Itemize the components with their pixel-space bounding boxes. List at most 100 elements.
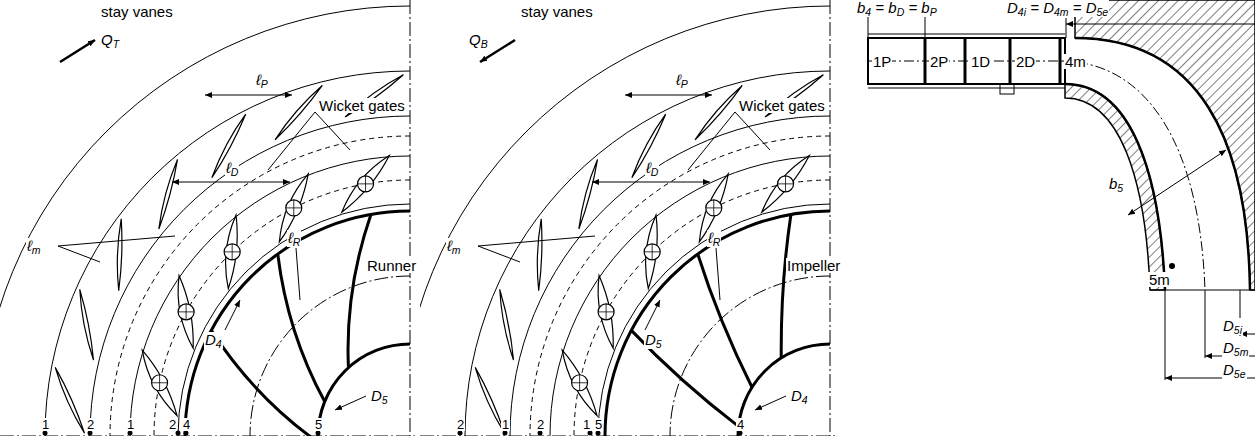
pitch-dimension	[172, 182, 290, 183]
gate-pivot	[152, 375, 168, 391]
mean-circle	[530, 136, 830, 436]
dimension-leader	[225, 300, 240, 330]
point-marker	[184, 431, 189, 436]
dimension-symbol: b4 = bD = bP	[856, 0, 938, 17]
point-marker	[738, 431, 743, 436]
dimension-leader	[645, 300, 660, 330]
leader-line	[296, 248, 300, 300]
dimension-symbol: b5	[1108, 176, 1124, 193]
extension-line	[1066, 18, 1067, 38]
dimension-symbol: D4	[204, 332, 223, 349]
point-marker	[176, 431, 181, 436]
gate-pivot	[224, 244, 240, 260]
pivot-cross	[606, 304, 607, 320]
dimension-symbol: ℓD	[645, 160, 659, 177]
wicket-gate	[593, 275, 617, 350]
point-marker	[458, 431, 463, 436]
stay-vane	[576, 159, 599, 230]
point-marker	[43, 431, 48, 436]
mean-circle	[670, 276, 830, 436]
pitch-dimension	[205, 95, 292, 96]
dimension-symbol: ℓD	[225, 160, 239, 177]
runner-blade	[278, 254, 325, 402]
runner-blade	[631, 330, 738, 426]
runner-inner-edge	[738, 344, 830, 436]
pivot-cross	[579, 375, 580, 391]
part-label: Impeller	[786, 258, 841, 273]
part-label: stay vanes	[100, 4, 174, 19]
dimension-symbol: D5	[644, 332, 663, 349]
runner-blade	[698, 254, 752, 387]
gate-pivot	[572, 375, 588, 391]
station-number: 4	[736, 418, 745, 431]
extension-line	[1165, 290, 1166, 380]
runner-outer-edge	[185, 211, 410, 436]
flow-arrow	[60, 40, 95, 62]
section-label: 1P	[872, 54, 892, 69]
station-number: 2	[456, 418, 465, 431]
dimension-leader	[335, 396, 366, 410]
wicket-gate	[337, 152, 392, 215]
section-label: 2P	[929, 54, 949, 69]
leader-line	[688, 112, 735, 170]
mean-circle	[250, 276, 410, 436]
casing-circle	[420, 6, 830, 436]
distributor-channel	[868, 38, 1065, 84]
station-number: 5	[314, 418, 323, 431]
stay-vane	[156, 159, 179, 230]
shroud	[1065, 84, 1165, 290]
part-label: Wicket gates	[738, 98, 826, 113]
runner-outer-edge	[605, 211, 830, 436]
pivot-circle	[574, 180, 830, 436]
extension-line	[1205, 290, 1206, 358]
pivot-cross	[232, 244, 233, 260]
part-label: stay vanes	[520, 4, 594, 19]
dimension-symbol: D5e	[1222, 362, 1247, 379]
dimension-symbol: ℓP	[255, 72, 269, 89]
point-marker	[128, 431, 133, 436]
axis-line	[410, 0, 411, 436]
section-label: 1D	[970, 54, 991, 69]
pivot-cross	[713, 200, 714, 216]
leader-line	[716, 248, 720, 300]
point-marker	[316, 431, 321, 436]
pivot-cross	[159, 375, 160, 391]
section-label: 5m	[1148, 272, 1171, 287]
outlet-line	[1150, 290, 1255, 291]
station-number: 5	[594, 418, 603, 431]
bolt	[1000, 84, 1014, 94]
wicket-gate	[757, 152, 812, 215]
stay-vane	[497, 289, 515, 360]
runner-blade	[211, 330, 318, 436]
mean-streamline	[1060, 61, 1205, 290]
gate-pivot	[778, 176, 794, 192]
wicket-gate	[642, 214, 660, 289]
station-number: 1	[501, 418, 510, 431]
leader-line	[58, 246, 100, 262]
channel-wall	[868, 34, 1065, 35]
part-label: Runner	[366, 258, 417, 273]
gate-pivot	[358, 176, 374, 192]
gate-pivot	[598, 304, 614, 320]
dimension-leader	[755, 396, 786, 410]
stay-vane	[210, 113, 248, 179]
pivot-cross	[365, 176, 366, 192]
leader-line	[478, 236, 595, 246]
hub	[1075, 0, 1255, 290]
dimension-symbol: ℓR	[707, 230, 721, 247]
gate-circle-inner	[178, 204, 410, 436]
runner-blade	[781, 214, 791, 358]
dimension-symbol: D4i = D4m = D5e	[1006, 0, 1109, 17]
leader-line	[478, 246, 520, 262]
stay-ring-inner	[510, 116, 830, 436]
point-marker	[88, 431, 93, 436]
channel-wall	[868, 88, 1065, 89]
axis-line	[830, 0, 831, 436]
station-number: 2	[168, 418, 177, 431]
flow-symbol: QT	[100, 32, 120, 49]
pitch-dimension	[592, 182, 710, 183]
dimension-symbol: ℓm	[26, 238, 42, 255]
stay-vane	[630, 113, 668, 179]
runner-inner-edge	[318, 344, 410, 436]
dimension-symbol: ℓm	[446, 238, 462, 255]
